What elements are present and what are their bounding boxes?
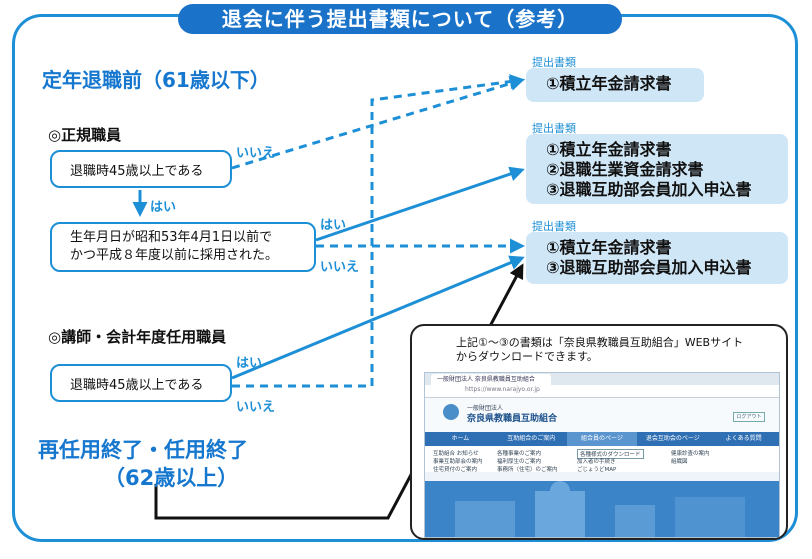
doc-label: 提出書類 <box>532 56 576 69</box>
category-lecturer: ◎講師・会計年度任用職員 <box>48 328 227 346</box>
label-no: いいえ <box>320 260 360 275</box>
question-text: 退職時45歳以上である <box>70 377 204 393</box>
nav-item: 互助組合のご案内 <box>507 435 556 442</box>
sub-item: 加入者の手続き <box>577 459 616 465</box>
label-no: いいえ <box>236 146 276 161</box>
sub-item: 住宅貸付のご案内 <box>433 467 478 473</box>
sub-item-highlight: 各種様式のダウンロード <box>577 449 644 459</box>
download-note: 上記①～③の書類は「奈良県教職員互助組合」WEBサイト からダウンロードできます… <box>456 336 743 364</box>
arrow-q2-yes <box>315 166 525 242</box>
arrow-lecturer-yes <box>231 255 525 380</box>
sub-item: 健康診査の案内 <box>671 451 710 457</box>
question-lecturer-age: 退職時45歳以上である <box>50 364 232 402</box>
section-before-retirement: 定年退職前（61歳以下） <box>42 68 270 92</box>
doc-item: ①積立年金請求書 <box>546 74 672 93</box>
sub-item: 福利厚生のご案内 <box>497 459 542 465</box>
question-text: 退職時45歳以上である <box>70 163 204 179</box>
doc-box-2: ①積立年金請求書 ②退職生業資金請求書 ③退職互助部会員加入申込書 <box>526 134 788 204</box>
question-regular-birthdate: 生年月日が昭和53年4月1日以前で かつ平成８年度以前に採用された。 <box>50 222 316 272</box>
address-bar: https://www.narajyo.or.jp <box>425 385 779 398</box>
arrow-q1-no <box>231 76 525 170</box>
label-yes: はい <box>236 356 263 371</box>
section-reemployment-age: （62歳以上） <box>104 466 239 490</box>
question-regular-age: 退職時45歳以上である <box>50 150 232 188</box>
browser-tabbar: 一般財団法人 奈良県教職員互助組合 <box>425 373 779 385</box>
nav-item: よくある質問 <box>725 435 762 442</box>
sub-item: 各種事業のご案内 <box>497 451 542 457</box>
org-name: 奈良県教職員互助組合 <box>467 414 558 424</box>
address-url: https://www.narajyo.or.jp <box>465 386 540 393</box>
site-header: 一般財団法人 奈良県教職員互助組合 ログアウト <box>425 398 779 432</box>
download-note-line2: からダウンロードできます。 <box>456 350 598 363</box>
question-text-line2: かつ平成８年度以前に採用された。 <box>70 248 279 263</box>
sub-item: 互助組合 お知らせ <box>433 451 479 457</box>
doc-label: 提出書類 <box>532 220 576 233</box>
sub-item: 事業互助部会の案内 <box>433 459 483 465</box>
sub-item: 組織図 <box>671 459 688 465</box>
website-screenshot: 一般財団法人 奈良県教職員互助組合 https://www.narajyo.or… <box>424 372 780 538</box>
sub-item: ごじょうどMAP <box>577 467 617 473</box>
doc-box-1: ①積立年金請求書 <box>526 68 704 102</box>
doc-item: ③退職互助部会員加入申込書 <box>546 258 752 277</box>
site-logo-icon <box>443 404 459 420</box>
sub-item: 事務所（住宅）のご案内 <box>497 467 558 473</box>
doc-item: ③退職互助部会員加入申込書 <box>546 180 752 199</box>
site-hero-image <box>425 481 779 537</box>
nav-item: 退会互助会のページ <box>645 435 700 442</box>
site-submenu: 互助組合 お知らせ 各種事業のご案内 各種様式のダウンロード 健康診査の案内 事… <box>425 446 779 473</box>
label-yes: はい <box>320 218 347 233</box>
section-reemployment-title: 再任用終了・任用終了 <box>38 438 248 462</box>
nav-item: ホーム <box>451 435 470 442</box>
nav-item-active: 組合員のページ <box>566 432 638 446</box>
doc-label: 提出書類 <box>532 122 576 135</box>
label-yes: はい <box>150 200 177 215</box>
doc-item: ①積立年金請求書 <box>546 238 672 257</box>
arrow-lecturer-no <box>232 74 525 388</box>
website-info-box: 上記①～③の書類は「奈良県教職員互助組合」WEBサイト からダウンロードできます… <box>410 324 788 540</box>
hero-illustration <box>425 481 779 537</box>
category-regular: ◎正規職員 <box>48 126 122 144</box>
diagram-title: 退会に伴う提出書類について（参考） <box>178 4 622 34</box>
download-note-line1: 上記①～③の書類は「奈良県教職員互助組合」WEBサイト <box>456 336 744 349</box>
doc-item: ②退職生業資金請求書 <box>546 160 704 179</box>
doc-box-3: ①積立年金請求書 ③退職互助部会員加入申込書 <box>526 232 788 284</box>
doc-item: ①積立年金請求書 <box>546 140 672 159</box>
logout-button: ログアウト <box>733 412 765 422</box>
org-type: 一般財団法人 <box>467 405 504 412</box>
browser-tab: 一般財団法人 奈良県教職員互助組合 <box>431 374 551 385</box>
question-text-line1: 生年月日が昭和53年4月1日以前で <box>70 230 273 245</box>
site-nav: ホーム 互助組合のご案内 組合員のページ 退会互助会のページ よくある質問 <box>425 432 779 446</box>
label-no: いいえ <box>236 400 276 415</box>
